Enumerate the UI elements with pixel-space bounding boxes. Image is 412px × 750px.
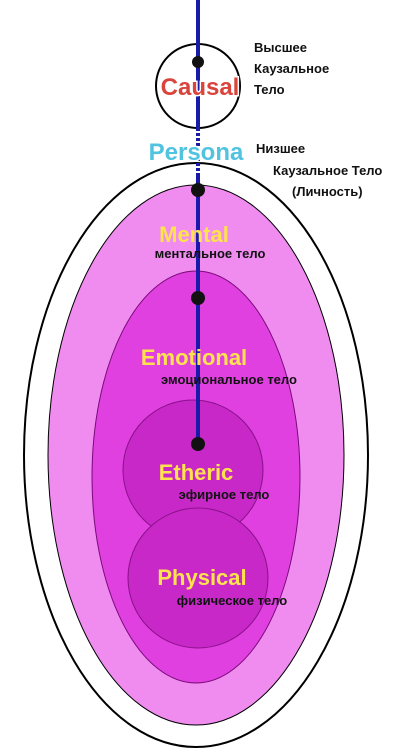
persona-caption-line-1: Низшее bbox=[256, 141, 305, 156]
emotional-caption: эмоциональное тело bbox=[161, 372, 297, 387]
etheric-node bbox=[191, 437, 205, 451]
emotional-label: Emotional bbox=[141, 345, 247, 370]
physical-body-shape bbox=[127, 507, 269, 649]
persona-caption-line-2: Каузальное Тело bbox=[273, 163, 382, 178]
physical-caption: физическое тело bbox=[177, 593, 287, 608]
causal-node bbox=[192, 56, 204, 68]
mental-label: Mental bbox=[159, 222, 229, 247]
causal-caption-line-2: Каузальное bbox=[254, 61, 329, 76]
persona-node bbox=[191, 183, 205, 197]
causal-caption-line-1: Высшее bbox=[254, 40, 307, 55]
physical-label: Physical bbox=[157, 565, 246, 590]
mental-node bbox=[191, 291, 205, 305]
causal-caption-line-3: Тело bbox=[254, 82, 285, 97]
etheric-caption: эфирное тело bbox=[179, 487, 270, 502]
mental-caption: ментальное тело bbox=[155, 246, 266, 261]
causal-label: Causal bbox=[161, 74, 240, 101]
persona-label: Persona bbox=[149, 139, 244, 166]
etheric-label: Etheric bbox=[159, 460, 234, 485]
persona-caption-line-3: (Личность) bbox=[292, 184, 363, 199]
